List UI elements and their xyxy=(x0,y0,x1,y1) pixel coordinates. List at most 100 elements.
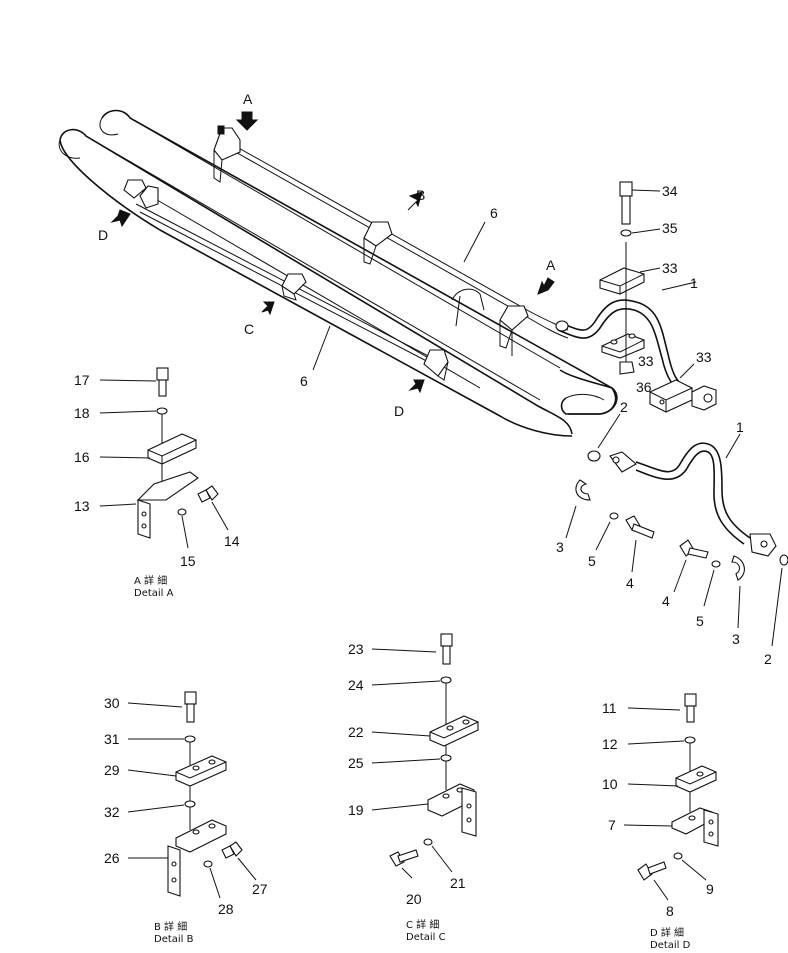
bolt-4-right xyxy=(679,539,709,559)
callout-31: 31 xyxy=(104,731,120,747)
callout-17: 17 xyxy=(74,372,90,388)
callout-5-left: 5 xyxy=(588,553,596,569)
washer-25 xyxy=(440,754,452,762)
bolt-23 xyxy=(440,633,453,665)
detail-b-caption: Detail B xyxy=(154,934,194,945)
bracket-7 xyxy=(671,807,719,847)
bolt-34 xyxy=(619,181,633,225)
clamp-d-right xyxy=(423,349,449,381)
o-ring-2-upper xyxy=(587,450,601,462)
detail-d-caption: Detail D xyxy=(650,940,691,951)
callout-30: 30 xyxy=(104,695,120,711)
callout-16: 16 xyxy=(74,449,90,465)
clamp-c xyxy=(281,273,307,301)
detail-b-caption-jp: B 詳 細 xyxy=(154,920,187,933)
callout-22: 22 xyxy=(348,724,364,740)
washer-9 xyxy=(673,852,683,860)
split-flange-3-right xyxy=(731,555,745,581)
callout-8: 8 xyxy=(666,903,674,919)
callout-29: 29 xyxy=(104,762,120,778)
callout-15: 15 xyxy=(180,553,196,569)
bracket-13 xyxy=(136,471,199,539)
washer-35 xyxy=(620,229,632,237)
nut-36 xyxy=(619,361,635,375)
detail-d-caption-jp: D 詳 細 xyxy=(650,926,684,939)
clamp-half-29 xyxy=(175,755,227,787)
callout-9: 9 xyxy=(706,881,714,897)
callout-1-upper: 1 xyxy=(690,275,698,291)
callout-25: 25 xyxy=(348,755,364,771)
bolt-11 xyxy=(684,693,697,723)
callout-33-top: 33 xyxy=(662,260,678,276)
washer-12 xyxy=(684,736,696,744)
callout-2-upper: 2 xyxy=(620,399,628,415)
view-label-a-right: A xyxy=(546,257,556,273)
callout-6-lower: 6 xyxy=(300,373,308,389)
hose-lower xyxy=(609,442,777,557)
callout-19: 19 xyxy=(348,802,364,818)
callout-34: 34 xyxy=(662,183,678,199)
callout-23: 23 xyxy=(348,641,364,657)
clamp-half-22 xyxy=(429,715,479,747)
callout-33-mid: 33 xyxy=(638,353,654,369)
washer-15 xyxy=(177,508,187,516)
washer-32 xyxy=(184,800,196,808)
detail-c-caption: Detail C xyxy=(406,932,446,943)
washer-31 xyxy=(184,735,196,743)
clamp-33-lower xyxy=(601,333,645,359)
callout-11: 11 xyxy=(602,700,617,716)
detail-d: 11 12 10 7 8 9 D 詳 細 Detail D xyxy=(602,693,719,951)
callout-27: 27 xyxy=(252,881,268,897)
view-arrows xyxy=(110,111,555,394)
view-label-c: C xyxy=(244,321,254,337)
callout-4-left: 4 xyxy=(626,575,634,591)
callout-32: 32 xyxy=(104,804,120,820)
bolt-4-left xyxy=(625,515,655,539)
bracket-19 xyxy=(427,783,477,837)
washer-21 xyxy=(423,838,433,846)
callout-33-right: 33 xyxy=(696,349,712,365)
clamp-half-16 xyxy=(147,433,197,465)
detail-a: 17 18 16 13 14 15 A 詳 細 Detail A xyxy=(74,367,240,599)
bracket-26 xyxy=(167,819,227,897)
split-flange-3-left xyxy=(575,479,591,501)
clamp-d-left xyxy=(123,179,159,209)
bolt-8 xyxy=(637,861,667,881)
callout-24: 24 xyxy=(348,677,364,693)
callout-20: 20 xyxy=(406,891,422,907)
boom-assembly xyxy=(58,109,618,437)
block-36 xyxy=(649,379,717,413)
callout-6-upper: 6 xyxy=(490,205,498,221)
view-label-d-right: D xyxy=(394,403,404,419)
callout-35: 35 xyxy=(662,220,678,236)
callout-7: 7 xyxy=(608,817,616,833)
callout-18: 18 xyxy=(74,405,90,421)
bolt-27 xyxy=(221,841,243,859)
callout-14: 14 xyxy=(224,533,240,549)
callout-21: 21 xyxy=(450,875,466,891)
bolt-17 xyxy=(156,367,169,397)
bolt-30 xyxy=(184,691,197,723)
callout-10: 10 xyxy=(602,776,618,792)
clamp-33-upper xyxy=(599,267,645,295)
detail-c: 23 24 22 25 19 20 21 C 詳 細 Detail C xyxy=(348,633,479,943)
bolt-14 xyxy=(197,485,219,503)
washer-5-right xyxy=(711,560,721,568)
callout-26: 26 xyxy=(104,850,120,866)
detail-a-caption: Detail A xyxy=(134,588,174,599)
bolt-20 xyxy=(389,849,419,867)
callout-13: 13 xyxy=(74,498,90,514)
view-label-d-left: D xyxy=(98,227,108,243)
callout-2-lower: 2 xyxy=(764,651,772,667)
view-label-b: B xyxy=(416,187,425,203)
callout-5-right: 5 xyxy=(696,613,704,629)
clamp-half-10 xyxy=(675,765,717,793)
callout-4-right: 4 xyxy=(662,593,670,609)
clamp-a-lower xyxy=(499,305,529,356)
view-label-a-top: A xyxy=(243,91,253,107)
detail-c-caption-jp: C 詳 細 xyxy=(406,918,439,931)
callout-1-lower: 1 xyxy=(736,419,744,435)
washer-5-left xyxy=(609,512,619,520)
callout-3-right: 3 xyxy=(732,631,740,647)
